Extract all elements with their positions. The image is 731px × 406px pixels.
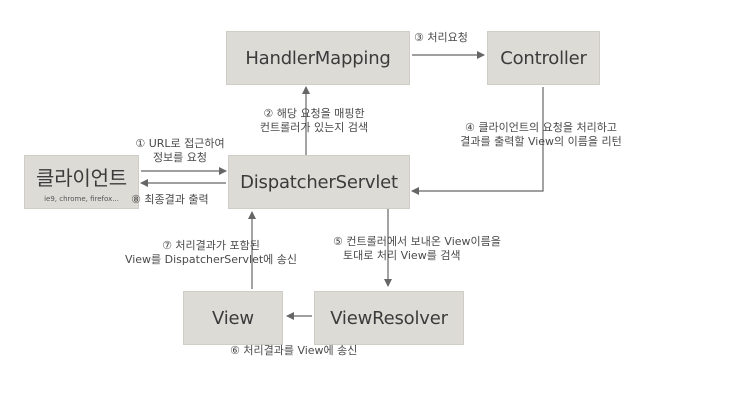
handler-mapping-box: HandlerMapping [226,31,410,85]
step-2-label: ② 해당 요청을 매핑한 컨트롤러가 있는지 검색 [259,107,369,134]
handler-mapping-label: HandlerMapping [245,47,391,69]
view-box: View [183,291,283,345]
view-resolver-box: ViewResolver [314,291,464,345]
step-1-label: ① URL로 접근하여 정보를 요청 [135,137,225,164]
step-7-label: ⑦ 처리결과가 포함된 View를 DispatcherServlet에 송신 [124,239,298,266]
step-8-label: ⑧ 최종결과 출력 [131,193,209,206]
arrow-return-view-name [411,87,544,195]
client-browsers-label: ie9, chrome, firefox... [44,194,119,203]
client-box: 클라이언트 ie9, chrome, firefox... [24,155,139,209]
step-4-label: ④ 클라이언트의 요청을 처리하고 결과를 출력할 View의 이름을 리턴 [460,121,622,148]
view-label: View [212,307,254,329]
step-5-label: ⑤ 컨트롤러에서 보내온 View이름을 토대로 처리 View를 검색 [333,235,501,262]
controller-box: Controller [487,31,600,85]
dispatcher-servlet-box: DispatcherServlet [228,155,410,209]
controller-label: Controller [500,47,587,69]
step-3-label: ③ 처리요청 [414,31,468,44]
dispatcher-servlet-label: DispatcherServlet [240,171,398,193]
view-resolver-label: ViewResolver [330,307,448,329]
step-6-label: ⑥ 처리결과를 View에 송신 [230,344,358,357]
client-label: 클라이언트 [36,165,127,190]
